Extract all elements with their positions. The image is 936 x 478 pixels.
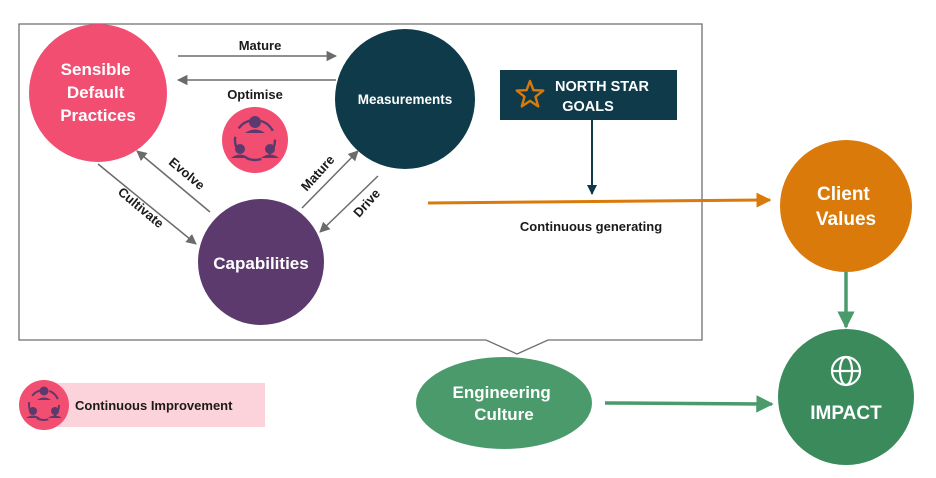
- edge-drive: [319, 175, 379, 233]
- node-sensible-default-practices: Sensible Default Practices: [29, 24, 167, 162]
- edge-mature-diag: [301, 150, 359, 209]
- capabilities-label: Capabilities: [213, 254, 308, 273]
- node-impact: IMPACT: [778, 329, 914, 465]
- node-measurements: Measurements: [335, 29, 475, 169]
- north-star-line-1: NORTH STAR: [555, 79, 650, 95]
- edge-label-mature-top: Mature: [239, 38, 282, 53]
- north-star-line-2: GOALS: [562, 99, 614, 115]
- client-values-line-1: Client: [817, 184, 870, 205]
- svg-text:Engineering Culture: Engineering Culture: [453, 383, 556, 424]
- team-cycle-icon: [222, 107, 288, 173]
- legend-label: Continuous Improvement: [75, 398, 233, 413]
- sensible-line-3: Practices: [60, 106, 136, 125]
- legend-team-cycle-icon: [19, 380, 69, 430]
- legend-continuous-improvement: Continuous Improvement: [19, 380, 265, 430]
- sensible-line-1: Sensible: [61, 60, 131, 79]
- edge-continuous-generating: [427, 192, 772, 208]
- globe-icon: [830, 355, 862, 387]
- edge-label-optimise: Optimise: [227, 87, 283, 102]
- edge-label-continuous-generating: Continuous generating: [520, 219, 662, 234]
- edge-engineering-to-impact: [604, 395, 774, 413]
- node-client-values: Client Values: [780, 140, 912, 272]
- north-star-goals-box: NORTH STAR GOALS: [500, 70, 677, 120]
- svg-text:Client Values: Client Values: [816, 184, 876, 230]
- measurements-label: Measurements: [358, 92, 453, 107]
- svg-text:Sensible Default P: Sensible Default Practices: [60, 60, 136, 125]
- star-icon: [515, 79, 545, 108]
- edge-evolve: [136, 150, 211, 213]
- sensible-line-2: Default: [67, 83, 125, 102]
- engineering-line-1: Engineering: [453, 383, 551, 402]
- engineering-line-2: Culture: [474, 405, 534, 424]
- impact-label: IMPACT: [810, 403, 882, 424]
- node-engineering-culture: Engineering Culture: [416, 357, 592, 449]
- client-values-line-2: Values: [816, 209, 876, 230]
- node-capabilities: Capabilities: [198, 199, 324, 325]
- edge-cultivate: [97, 163, 197, 245]
- svg-text:NORTH STAR GOALS: NORTH STAR GOALS: [555, 79, 653, 115]
